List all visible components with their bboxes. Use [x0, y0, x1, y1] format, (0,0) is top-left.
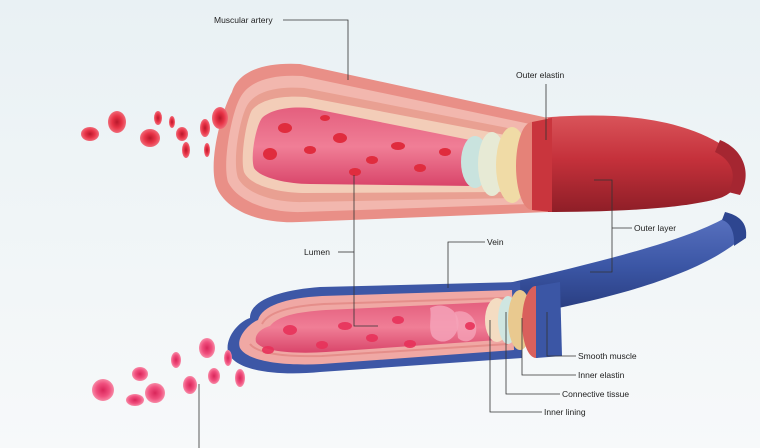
label-lumen: Lumen [304, 247, 330, 257]
label-outer-layer: Outer layer [634, 223, 677, 233]
blood-cells-artery [81, 107, 228, 158]
vein [227, 212, 747, 374]
blood-cells-vein [92, 338, 245, 406]
label-vein: Vein [487, 237, 504, 247]
label-inner-lining: Inner lining [544, 407, 586, 417]
label-smooth-muscle: Smooth muscle [578, 351, 637, 361]
artery [213, 63, 746, 223]
label-inner-elastin: Inner elastin [578, 370, 625, 380]
label-muscular-artery: Muscular artery [214, 15, 273, 25]
label-outer-elastin: Outer elastin [516, 70, 565, 80]
leader-lines [198, 19, 632, 448]
label-connective-tissue: Connective tissue [562, 389, 630, 399]
